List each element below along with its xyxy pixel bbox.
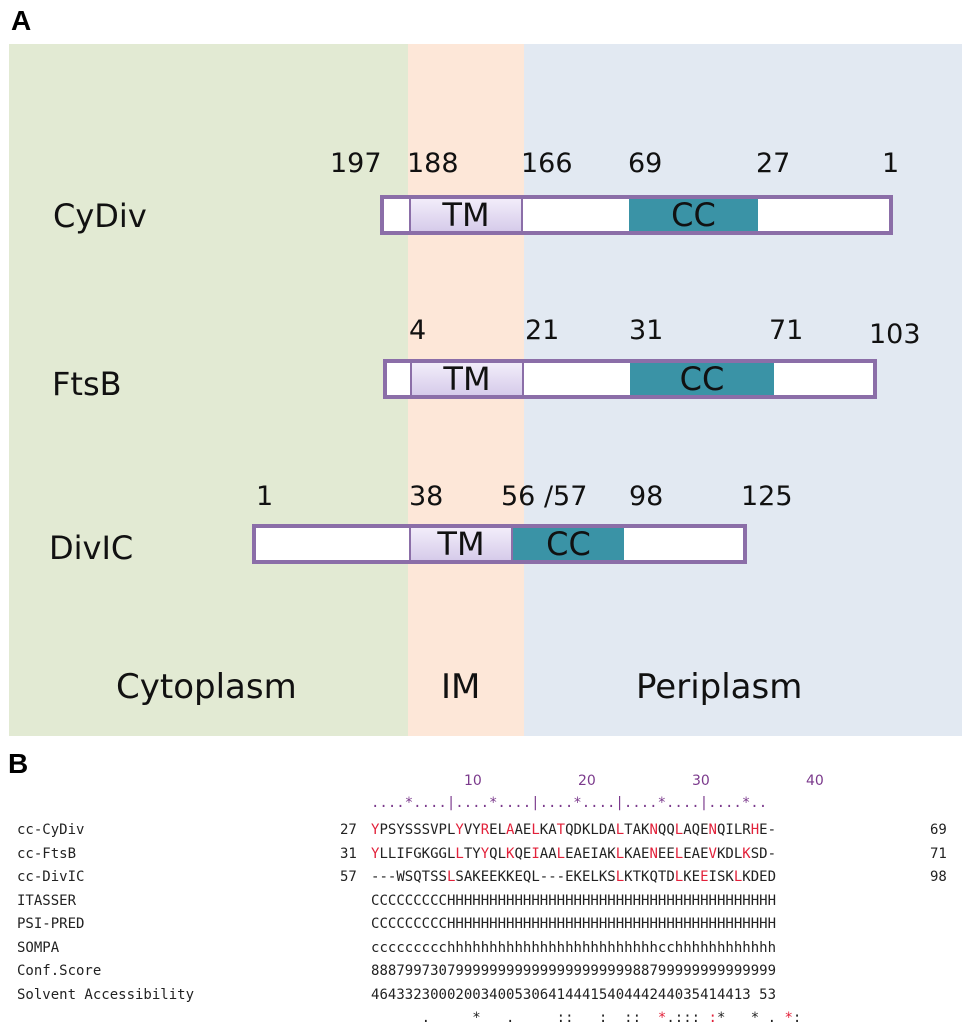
alignment-sequence: 8887997307999999999999999999999887999999…: [371, 963, 776, 979]
residue-number: 31: [629, 315, 664, 346]
alignment-row-label: SOMPA: [17, 940, 60, 956]
alignment-row-label: PSI-PRED: [17, 916, 85, 932]
alignment-end-position: 69: [930, 822, 947, 838]
residue-number: 4: [409, 315, 427, 346]
alignment-start-position: 57: [340, 869, 357, 885]
panel-b-label: B: [8, 748, 29, 779]
residue-number: 71: [769, 315, 804, 346]
cc-domain: CC: [630, 360, 774, 398]
cc-domain: CC: [629, 196, 758, 234]
alignment-end-position: 71: [930, 846, 947, 862]
residue-number: 188: [407, 148, 459, 179]
alignment-row-label: cc-CyDiv: [17, 822, 85, 838]
residue-number: 27: [756, 148, 791, 179]
ruler-number: 20: [578, 773, 596, 789]
alignment-sequence: ---WSQTSSLSAKEEKKEQL---EKELKSLKTKQTDLKEE…: [371, 869, 776, 885]
sequence-alignment: 10 20 30 40 ....*....|....*....|....*...…: [0, 770, 970, 1033]
alignment-sequence: YPSYSSSVPLYVYRELAAELKATQDKLDALTAKNQQLAQE…: [371, 822, 776, 838]
alignment-start-position: 27: [340, 822, 357, 838]
tm-domain: TM: [410, 360, 524, 398]
region-label-im: IM: [441, 667, 481, 707]
alignment-end-position: 98: [930, 869, 947, 885]
alignment-start-position: 31: [340, 846, 357, 862]
membrane-topology-diagram: CyDiv 197 188 166 69 27 1 TM CC FtsB 4 2…: [9, 44, 962, 736]
ruler-number: 40: [806, 773, 824, 789]
residue-number: 103: [869, 319, 921, 350]
cc-domain: CC: [513, 525, 624, 563]
protein-bar-divic: TM CC: [252, 524, 747, 564]
residue-number: 166: [521, 148, 573, 179]
alignment-row-label: Solvent Accessibility: [17, 987, 195, 1003]
tm-domain: TM: [409, 196, 523, 234]
conservation-line: . * . :: : :: *.::: :* * . *:: [421, 1010, 802, 1026]
region-label-periplasm: Periplasm: [636, 667, 803, 707]
residue-number: 1: [882, 148, 900, 179]
residue-number: 69: [628, 148, 663, 179]
ruler-number: 10: [464, 773, 482, 789]
alignment-row-label: cc-FtsB: [17, 846, 77, 862]
protein-name-cydiv: CyDiv: [53, 197, 147, 235]
protein-name-divic: DivIC: [49, 529, 134, 567]
protein-bar-cydiv: TM CC: [380, 195, 893, 235]
position-ruler: ....*....|....*....|....*....|....*....|…: [371, 795, 768, 811]
protein-bar-ftsb: TM CC: [383, 359, 877, 399]
residue-number: 125: [741, 481, 793, 512]
alignment-sequence: CCCCCCCCCHHHHHHHHHHHHHHHHHHHHHHHHHHHHHHH…: [371, 893, 776, 909]
residue-number: 38: [409, 481, 444, 512]
residue-number: 197: [330, 148, 382, 179]
residue-number: 98: [629, 481, 664, 512]
cytoplasm-region: [9, 44, 408, 736]
alignment-sequence: CCCCCCCCCHHHHHHHHHHHHHHHHHHHHHHHHHHHHHHH…: [371, 916, 776, 932]
alignment-row-label: Conf.Score: [17, 963, 102, 979]
alignment-row-label: ITASSER: [17, 893, 77, 909]
protein-name-ftsb: FtsB: [52, 365, 122, 403]
alignment-sequence: 4643323000200340053064144415404442440354…: [371, 987, 776, 1003]
alignment-sequence: YLLIFGKGGLLTYYQLKQEIAALEAEIAKLKAENEELEAE…: [371, 846, 776, 862]
alignment-sequence: ccccccccchhhhhhhhhhhhhhhhhhhhhhhhhcchhhh…: [371, 940, 776, 956]
alignment-row-label: cc-DivIC: [17, 869, 85, 885]
panel-a-label: A: [11, 5, 32, 36]
residue-number: 21: [525, 315, 560, 346]
region-label-cytoplasm: Cytoplasm: [116, 667, 297, 707]
ruler-number: 30: [692, 773, 710, 789]
residue-number: 56 /57: [501, 481, 588, 512]
tm-domain: TM: [409, 525, 513, 563]
residue-number: 1: [256, 481, 274, 512]
